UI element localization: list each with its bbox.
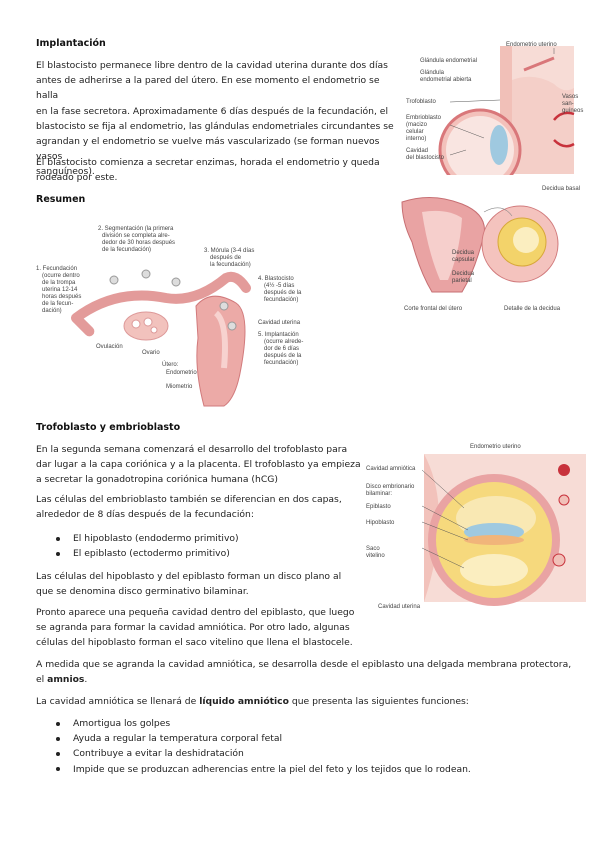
label-cavidad-blastocisto: Cavidad (406, 148, 428, 154)
list-item: El epiblasto (ectodermo primitivo) (36, 546, 239, 561)
paragraph-liquido-amniotico: La cavidad amniótica se llenará de líqui… (36, 696, 469, 707)
svg-text:de la fecundación): de la fecundación) (102, 247, 151, 253)
label-cavidad-uterina: Cavidad uterina (258, 320, 301, 326)
label-decidua-basal: Decidua basal (542, 186, 580, 192)
svg-text:san-: san- (562, 101, 574, 107)
label-endometrio-uterino: Endometrio uterino (506, 42, 557, 48)
paragraph-implantacion-2: El blastocisto comienza a secretar enzim… (36, 157, 380, 184)
svg-text:Glándula endometrial: Glándula endometrial (420, 58, 477, 64)
label-vasos-sanguineos: Vasos (562, 94, 578, 100)
svg-text:bilaminar:: bilaminar: (366, 491, 392, 497)
paragraph-amnios: A medida que se agranda la cavidad amnió… (36, 659, 572, 686)
list-item: Impide que se produzcan adherencias entr… (36, 762, 471, 777)
svg-text:guíneos: guíneos (562, 108, 583, 114)
label-epiblasto: Epiblasto (366, 504, 391, 510)
paragraph-implantacion-1: El blastocisto permanece libre dentro de… (36, 60, 394, 178)
label-ovario: Ovario (142, 350, 160, 356)
figure-fertilization-timeline: 2. Segmentación (la primera división se … (36, 218, 336, 408)
list-funciones-liquido: Amortigua los golpes Ayuda a regular la … (36, 716, 471, 777)
svg-text:(4½ -5 días: (4½ -5 días (264, 282, 294, 289)
label-morula: 3. Mórula (3-4 días (204, 248, 254, 254)
list-capas-embrioblasto: El hipoblasto (endodermo primitivo) El e… (36, 531, 239, 561)
svg-text:capsular: capsular (452, 257, 475, 263)
label-embrioblasto: Embrioblasto (406, 115, 442, 121)
section-title-implantacion: Implantación (36, 38, 106, 49)
paragraph-trofoblasto-2: Las células del embrioblasto también se … (36, 494, 342, 521)
label-implantacion: 5. Implantación (258, 332, 299, 338)
label-endometrio-uterino-2: Endometrio uterino (470, 444, 521, 450)
svg-text:uterina 12-14: uterina 12-14 (42, 287, 78, 293)
label-decidua-parietal: Decidua (452, 271, 475, 277)
label-glandula-abierta: Glándula (420, 70, 445, 76)
label-decidua-capsular: Decidua (452, 250, 475, 256)
svg-text:(ocurre alrede-: (ocurre alrede- (264, 339, 303, 345)
label-corte-frontal: Corte frontal del útero (404, 306, 463, 312)
svg-text:después de: después de (210, 255, 242, 261)
figure-bilaminar-disc: Endometrio uterino Cavidad amniótica Dis… (364, 440, 589, 612)
svg-text:interno): interno) (406, 136, 426, 142)
label-saco-vitelino: Saco (366, 546, 380, 552)
label-glandula-endometrial: Glándula endometrial (420, 58, 477, 64)
svg-text:parietal: parietal (452, 278, 472, 284)
label-ovulacion: Ovulación (96, 344, 123, 350)
paragraph-trofoblasto-3: Las células del hipoblasto y del epiblas… (36, 571, 342, 598)
svg-text:dor de 6 días: dor de 6 días (264, 346, 299, 352)
section-title-resumen: Resumen (36, 194, 86, 205)
label-cavidad-amniotica: Cavidad amniótica (366, 466, 416, 472)
list-item: Amortigua los golpes (36, 716, 471, 731)
list-item: Ayuda a regular la temperatura corporal … (36, 731, 471, 746)
list-item: El hipoblasto (endodermo primitivo) (36, 531, 239, 546)
svg-text:división se completa alre-: división se completa alre- (102, 233, 170, 239)
svg-text:fecundación): fecundación) (264, 360, 298, 366)
svg-text:del blastocisto: del blastocisto (406, 155, 445, 161)
svg-text:celular: celular (406, 129, 424, 135)
label-fecundacion: 1. Fecundación (36, 266, 77, 272)
svg-text:fecundación): fecundación) (264, 297, 298, 303)
svg-text:(macizo: (macizo (406, 122, 428, 128)
svg-text:vitelino: vitelino (366, 553, 385, 559)
svg-text:después de la: después de la (264, 290, 302, 296)
label-trofoblasto: Trofoblasto (406, 99, 436, 105)
label-miometrio: Miometrio (166, 384, 193, 390)
label-glandula-abierta-2: endometrial abierta (420, 77, 472, 83)
label-blastocisto: 4. Blastocisto (258, 276, 294, 282)
svg-text:Endometrio: Endometrio (166, 370, 197, 376)
label-cavidad-uterina-2: Cavidad uterina (378, 604, 421, 610)
svg-text:de la trompa: de la trompa (42, 280, 76, 286)
svg-text:dación): dación) (42, 308, 62, 314)
label-hipoblasto: Hipoblasto (366, 520, 395, 526)
label-utero: Útero: (162, 361, 179, 368)
paragraph-trofoblasto-1: En la segunda semana comenzará el desarr… (36, 444, 361, 486)
svg-text:(ocurre dentro: (ocurre dentro (42, 273, 80, 279)
paragraph-trofoblasto-4: Pronto aparece una pequeña cavidad dentr… (36, 607, 355, 649)
svg-text:dedor de 30 horas después: dedor de 30 horas después (102, 240, 175, 246)
label-detalle-decidua: Detalle de la decidua (504, 306, 561, 312)
svg-text:horas después: horas después (42, 294, 81, 300)
svg-text:de la fecun-: de la fecun- (42, 301, 73, 307)
label-disco-bilaminar: Disco embrionario (366, 484, 415, 490)
figure-uterus-decidua: Decidua basal Decidua capsular Decidua p… (392, 182, 592, 312)
list-item: Contribuye a evitar la deshidratación (36, 746, 471, 761)
section-title-trofoblasto: Trofoblasto y embrioblasto (36, 422, 181, 433)
figure-blastocyst-implantation: Endometrio uterino Glándula endometrial … (404, 40, 584, 175)
label-segmentacion: 2. Segmentación (la primera (98, 226, 174, 232)
svg-text:la fecundación): la fecundación) (210, 262, 251, 268)
svg-text:después de la: después de la (264, 353, 302, 359)
